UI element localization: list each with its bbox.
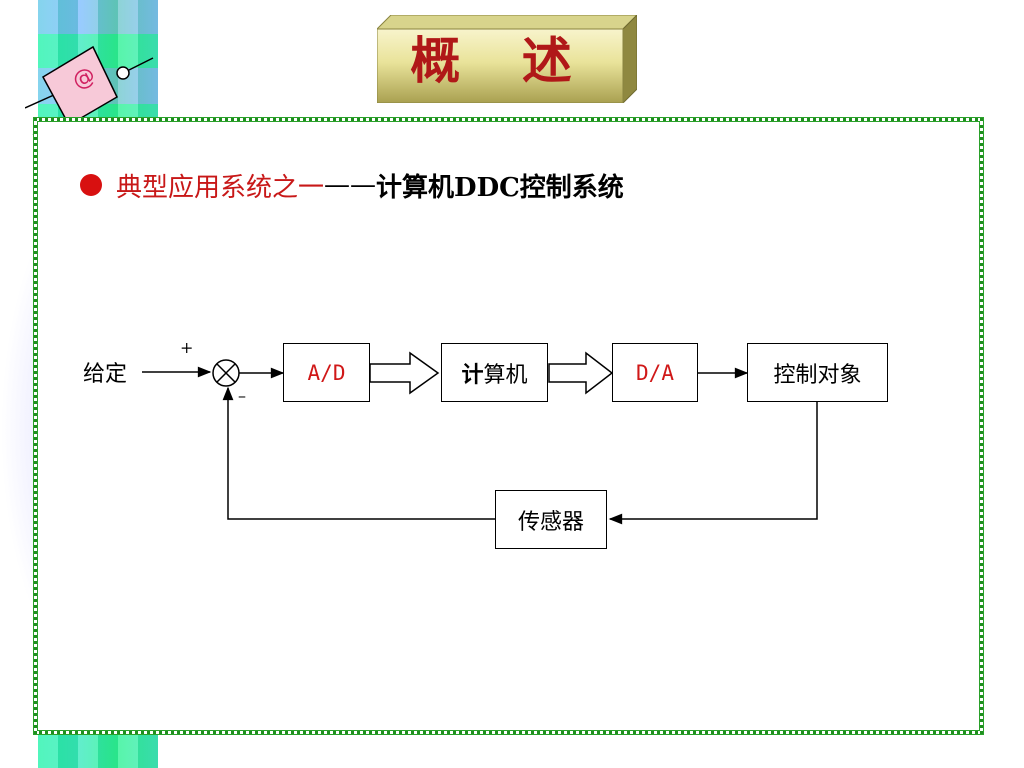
computer-block-bold-char: 计: [461, 362, 484, 388]
computer-block: 计算机: [441, 343, 548, 402]
hollow-arrow-ad-computer: [369, 351, 440, 395]
bullet-dash: ——: [324, 170, 377, 200]
sensor-block: 传感器: [495, 490, 607, 549]
plant-to-sensor-arrow: [608, 402, 818, 525]
page-title: 概 述: [410, 31, 594, 90]
input-label: 给定: [83, 362, 128, 387]
bullet-red-text: 典型应用系统之一: [116, 172, 325, 203]
title-plaque: [377, 15, 637, 103]
summing-junction-icon: [212, 359, 240, 387]
hollow-arrow-computer-da: [548, 351, 614, 395]
bullet-black-text: 计算机DDC控制系统: [376, 172, 624, 203]
ad-converter-block: A/D: [283, 343, 370, 402]
da-converter-block: D/A: [612, 343, 698, 402]
computer-block-rest: 算机: [483, 362, 528, 388]
bullet-heading: 典型应用系统之一 —— 计算机DDC控制系统: [80, 165, 624, 205]
minus-sign: –: [238, 386, 246, 405]
feedback-arrow: [222, 386, 495, 520]
controlled-object-block: 控制对象: [747, 343, 888, 402]
bullet-dot-icon: [80, 174, 102, 196]
plus-sign: +: [180, 338, 194, 357]
content-frame: [34, 118, 983, 734]
